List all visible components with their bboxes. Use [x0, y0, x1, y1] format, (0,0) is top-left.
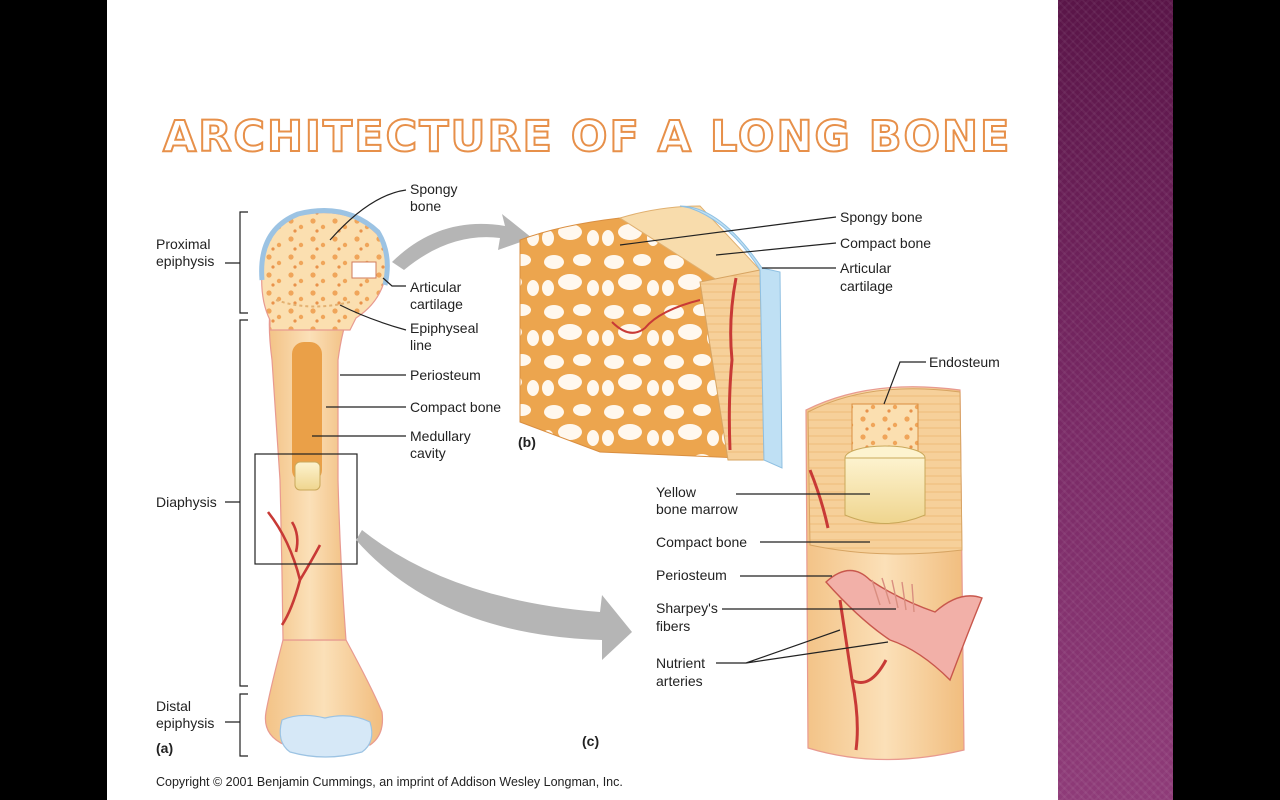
part-label-c: (c)	[582, 733, 599, 749]
block-b-vessel-2	[611, 299, 701, 334]
label-proximal-epiphysis-2: epiphysis	[156, 253, 214, 269]
label-nutrient-arteries: Nutrient	[656, 655, 705, 671]
label-periosteum-a: Periosteum	[410, 367, 481, 383]
slide-title: ARCHITECTURE OF A LONG BONE	[162, 111, 1012, 163]
leaders-c	[716, 361, 926, 664]
label-medullary-cavity-2: cavity	[410, 445, 446, 461]
label-spongy-bone-b: Spongy bone	[840, 209, 923, 225]
proximal-articular-cartilage	[259, 208, 390, 286]
label-periosteum-c: Periosteum	[656, 567, 727, 583]
part-label-a: (a)	[156, 740, 173, 756]
block-b-compact-top	[618, 205, 761, 283]
label-endosteum: Endosteum	[929, 354, 1000, 370]
labels-a: Spongy bone Articular cartilage Epiphyse…	[156, 181, 501, 756]
label-articular-cartilage-b: Articular	[840, 260, 892, 276]
block-b-vessel	[727, 277, 738, 451]
shaft-c-sharpey-fibers	[871, 577, 915, 613]
label-nutrient-arteries-2: arteries	[656, 673, 703, 689]
part-label-b: (b)	[518, 434, 536, 450]
labels-c: Endosteum Yellow bone marrow Compact bon…	[656, 354, 1000, 689]
proximal-bracket	[225, 211, 248, 314]
label-sharpeys-fibers-2: fibers	[656, 618, 690, 634]
arrow-to-c	[356, 530, 632, 660]
shaft-c-marrow	[844, 457, 926, 524]
label-epiphyseal-line-2: line	[410, 337, 432, 353]
label-diaphysis: Diaphysis	[156, 494, 217, 510]
label-medullary-cavity: Medullary	[410, 428, 471, 444]
diaphysis-bracket	[225, 319, 248, 687]
leaders-b	[619, 216, 837, 269]
block-b-cartilage	[679, 205, 783, 469]
label-articular-cartilage-b-2: cartilage	[840, 278, 893, 294]
label-distal-epiphysis-2: epiphysis	[156, 715, 214, 731]
label-sharpeys-fibers: Sharpey's	[656, 600, 718, 616]
label-compact-bone-c: Compact bone	[656, 534, 747, 550]
shaft-c-periosteum-flap	[825, 569, 983, 682]
label-distal-epiphysis: Distal	[156, 698, 191, 714]
epiphyseal-line-shape	[275, 299, 351, 308]
distal-articular-cartilage	[279, 714, 373, 758]
detail-box	[254, 453, 358, 565]
shaft-c-nutrient-artery	[808, 469, 888, 751]
arrow-to-b	[392, 214, 532, 270]
label-epiphyseal-line: Epiphyseal	[410, 320, 479, 336]
region-brackets	[225, 211, 248, 757]
label-spongy-bone-a-2: bone	[410, 198, 441, 214]
decorative-side-panel	[1058, 0, 1173, 800]
medullary-cavity-shape	[292, 342, 322, 482]
label-yellow-bone-marrow: Yellow	[656, 484, 697, 500]
copyright-line: Copyright © 2001 Benjamin Cummings, an i…	[156, 775, 623, 789]
leaders-a	[312, 189, 407, 437]
marrow-plug	[294, 461, 321, 491]
label-compact-bone-b: Compact bone	[840, 235, 931, 251]
distal-bracket	[225, 693, 248, 757]
cutaway-notch	[351, 261, 377, 279]
label-yellow-bone-marrow-2: bone marrow	[656, 501, 739, 517]
labels-b: Spongy bone Compact bone Articular carti…	[840, 209, 931, 294]
whole-long-bone-figure	[254, 208, 390, 758]
spongy-bone-block-figure: (b)	[518, 205, 783, 469]
label-articular-cartilage-a: Articular	[410, 279, 462, 295]
label-spongy-bone-a: Spongy	[410, 181, 457, 197]
shaft-section-figure: (c)	[582, 386, 983, 761]
label-proximal-epiphysis: Proximal	[156, 236, 210, 252]
label-articular-cartilage-a-2: cartilage	[410, 296, 463, 312]
label-compact-bone-a: Compact bone	[410, 399, 501, 415]
nutrient-artery-a	[266, 511, 322, 626]
